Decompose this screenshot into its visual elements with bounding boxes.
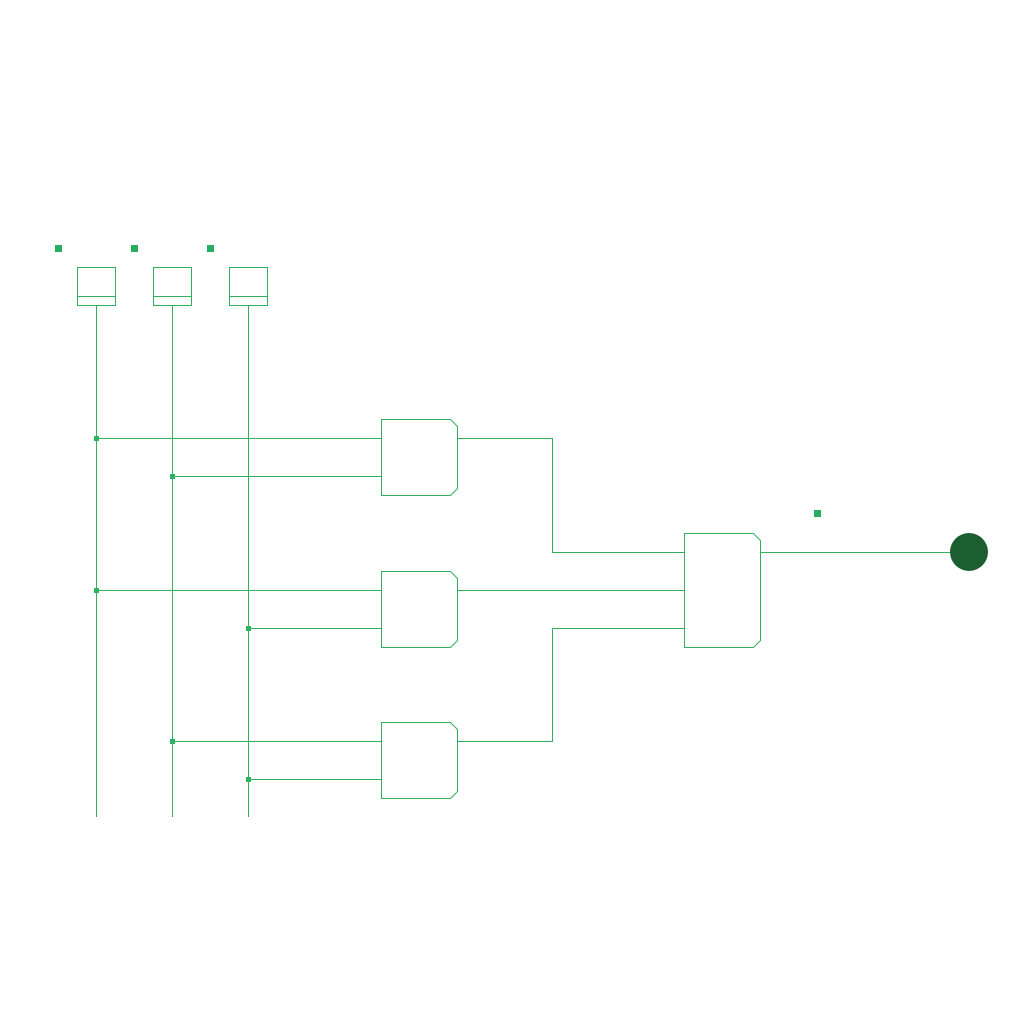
wire-and-1-to-or [457, 438, 685, 553]
output-led [950, 533, 988, 571]
input-c-marker [207, 245, 214, 252]
junction-dot [94, 436, 99, 441]
junction-dot [246, 626, 251, 631]
junction-dot [94, 588, 99, 593]
junction-dot [170, 474, 175, 479]
input-switch-b[interactable] [153, 267, 192, 306]
wire-and-3-to-or [457, 628, 685, 742]
input-b-marker [131, 245, 138, 252]
junction-dot [170, 739, 175, 744]
and-gate-1[interactable] [381, 419, 458, 496]
input-switch-a[interactable] [77, 267, 116, 306]
output-marker [814, 510, 821, 517]
input-a-marker [55, 245, 62, 252]
and-gate-3[interactable] [381, 722, 458, 799]
and-gate-2[interactable] [381, 571, 458, 648]
junction-dot [246, 777, 251, 782]
or-gate-1[interactable] [684, 533, 761, 648]
input-switch-c[interactable] [229, 267, 268, 306]
